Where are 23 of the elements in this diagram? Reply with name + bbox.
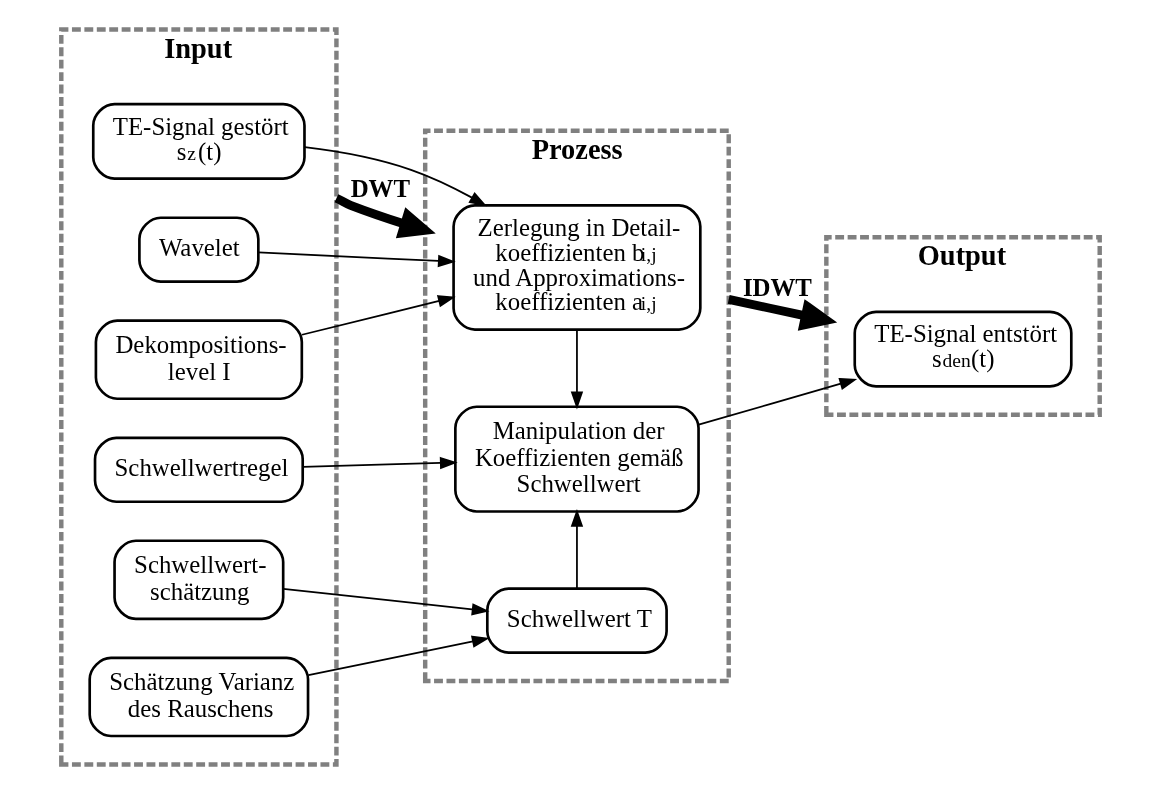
arrow <box>302 456 458 470</box>
arrow <box>570 329 584 410</box>
arrow <box>282 587 490 616</box>
arrow <box>301 295 456 336</box>
edge-label: IDWT <box>742 274 812 302</box>
node-box: TE-Signal gestört sz(t) <box>91 102 306 180</box>
arrow <box>697 377 858 426</box>
arrow <box>303 146 487 207</box>
node-box: Manipulation der Koeffizienten gemäß Schwellwert <box>454 405 700 513</box>
arrow <box>570 508 584 590</box>
arrow <box>257 251 456 268</box>
node-box: Schätzung Varianz des Rauschens <box>88 656 310 738</box>
node-box: Schwellwert- schätzung <box>113 539 285 621</box>
node-box: Dekompositions- level I <box>94 319 304 401</box>
node-box: Schwellwert T <box>486 587 668 654</box>
arrow <box>334 194 436 239</box>
node-box: TE-Signal entstört sden(t) <box>853 310 1073 388</box>
node-box: Zerlegung in Detail- koeffizienten bi,j und Approximations- koeffizienten ai,j <box>452 203 702 331</box>
arrow <box>307 635 490 676</box>
edge-label: DWT <box>350 174 410 202</box>
node-box: Wavelet <box>138 216 260 283</box>
node-box: Schwellwertregel <box>93 436 305 504</box>
arrow <box>727 295 838 331</box>
